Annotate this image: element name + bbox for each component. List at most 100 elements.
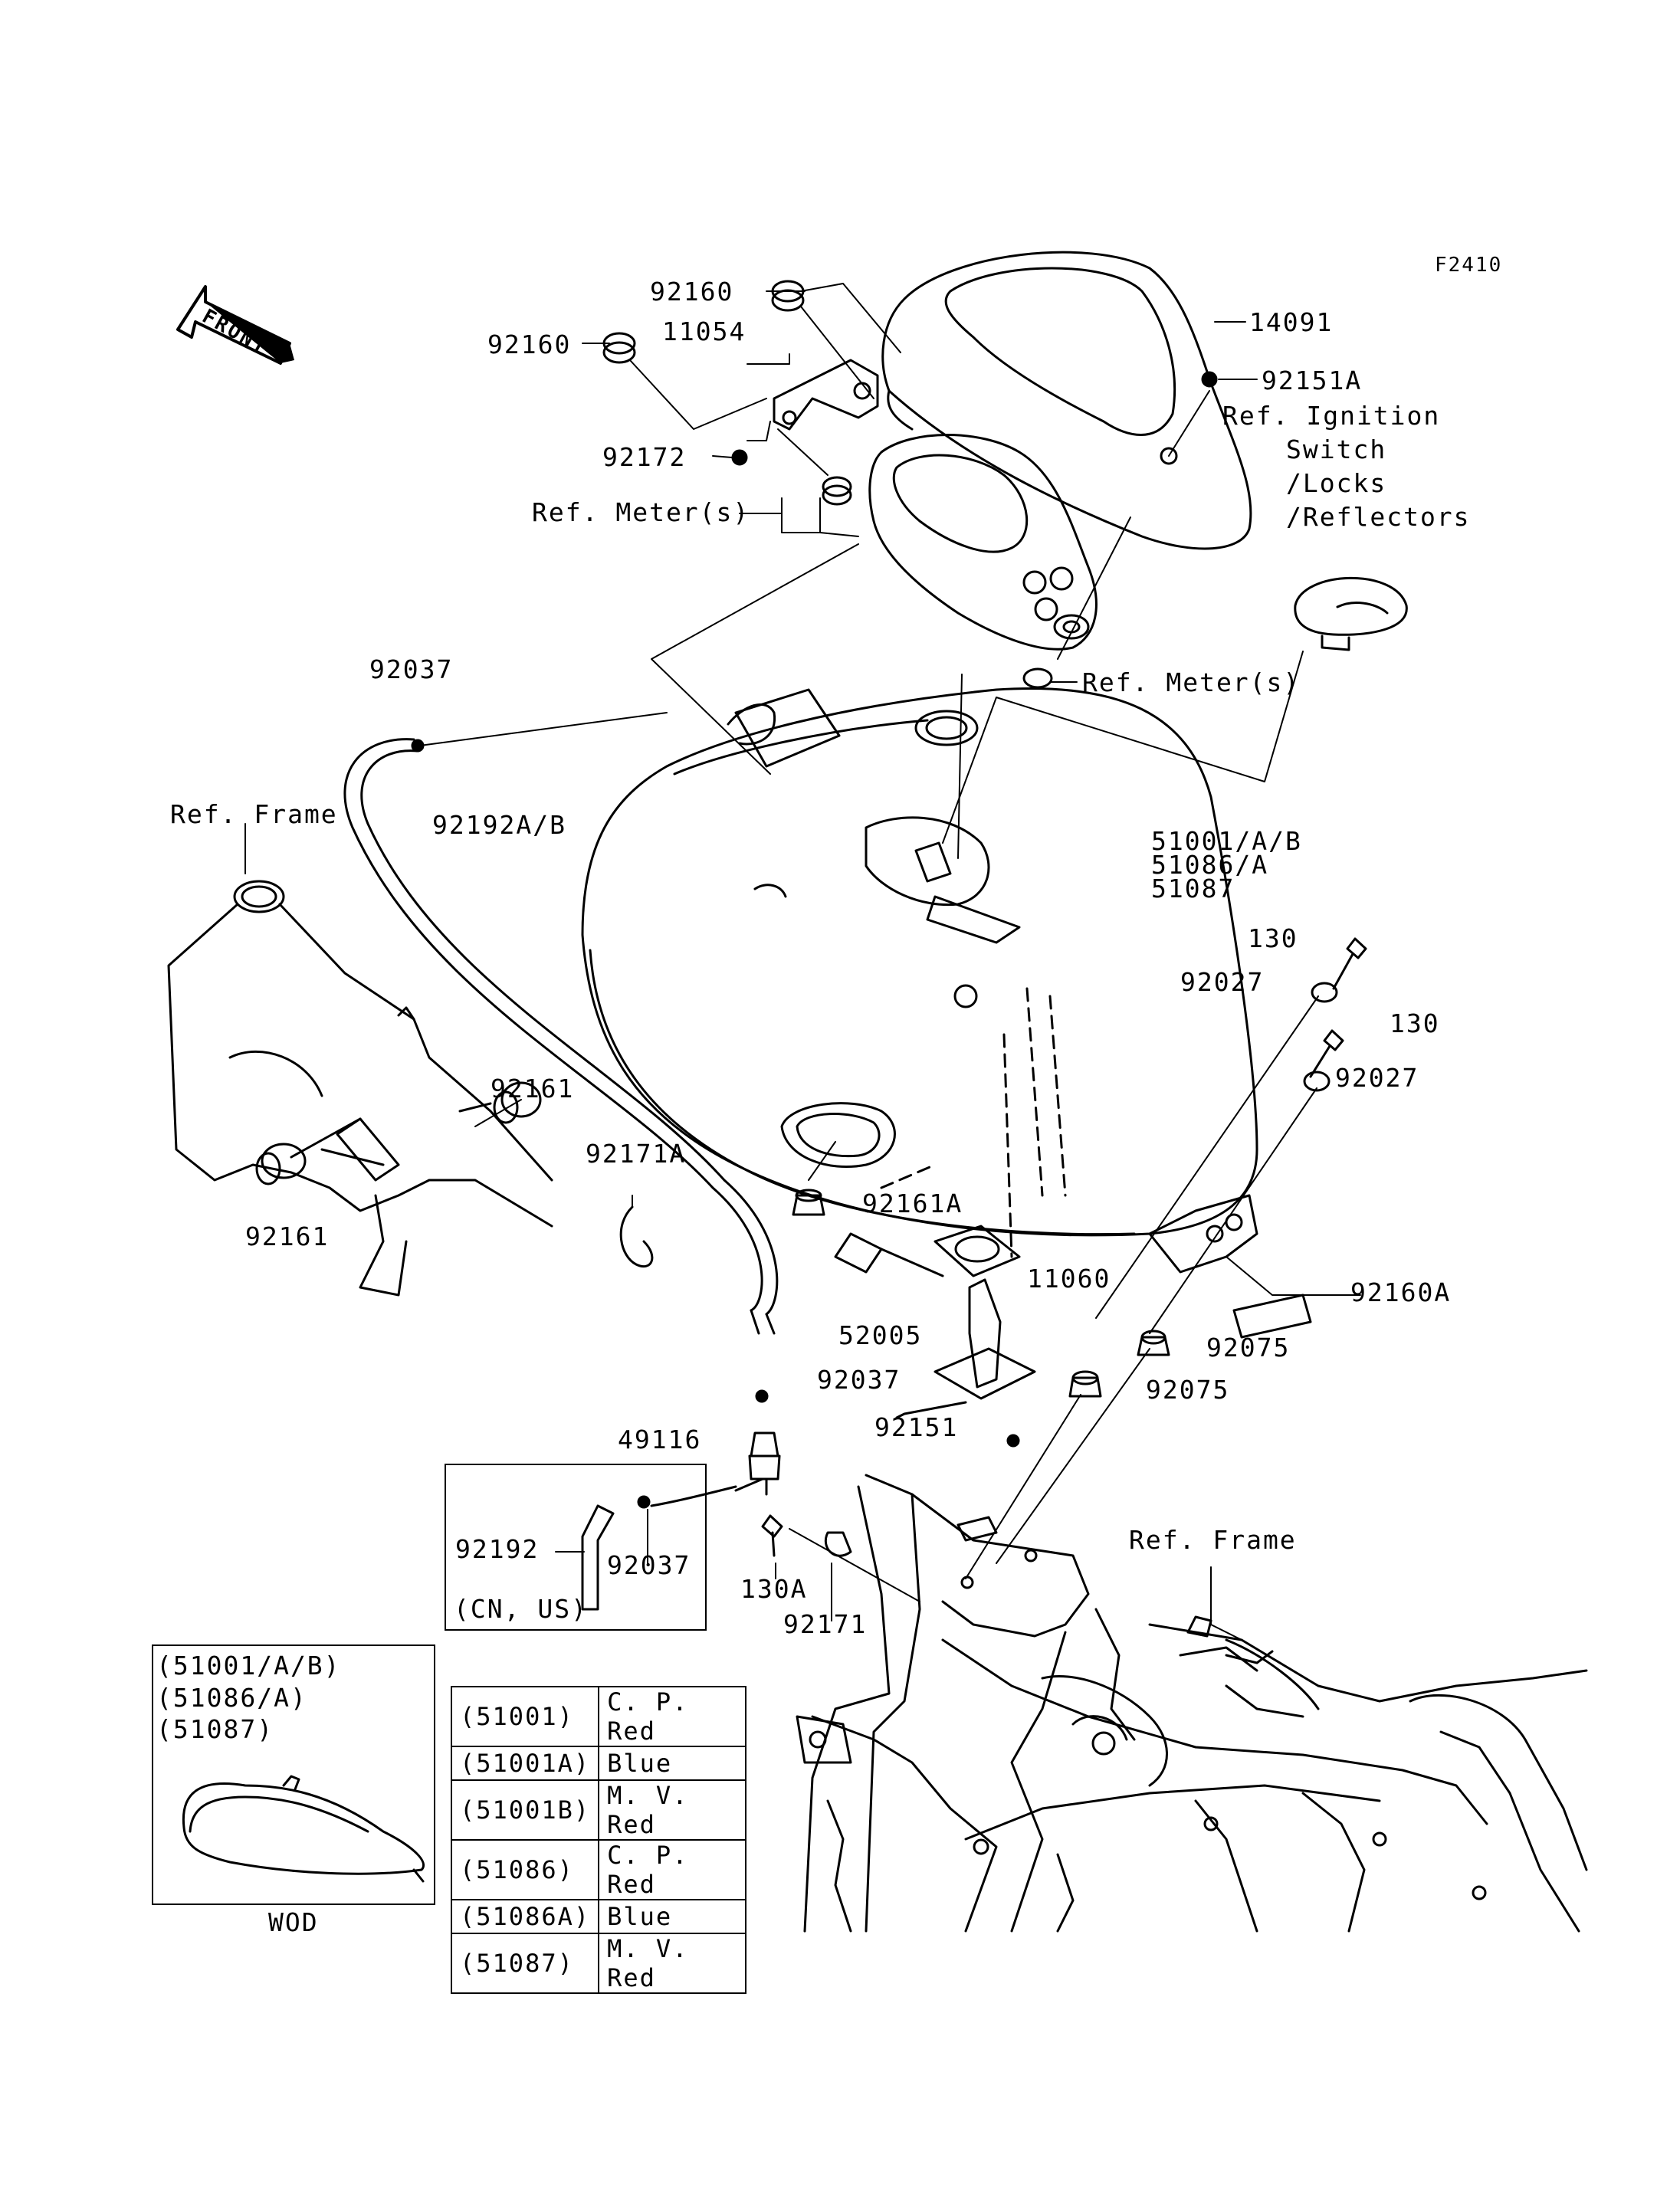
table-cell-code: (51001A) <box>450 1746 600 1781</box>
wod-caption: WOD <box>268 1907 319 1937</box>
table-row: (51086A) Blue <box>450 1899 747 1934</box>
ignition-cap <box>1294 576 1408 651</box>
label-ref-ignition-3: /Locks <box>1286 468 1387 498</box>
rubber-92075-top <box>1137 1330 1170 1356</box>
table-row: (51001A) Blue <box>450 1746 747 1781</box>
label-92160A: 92160A <box>1350 1277 1452 1307</box>
label-92151A: 92151A <box>1262 366 1363 395</box>
clamp-92171A <box>619 1205 654 1268</box>
front-arrow-icon: FRONT <box>176 285 294 365</box>
label-ref-ignition-4: /Reflectors <box>1286 502 1471 532</box>
table-row: (51001) C. P. Red <box>450 1686 747 1747</box>
label-130-top: 130 <box>1248 923 1298 953</box>
color-table: (51001) C. P. Red (51001A) Blue (51001B)… <box>450 1686 747 1994</box>
bracket-11054 <box>773 359 879 431</box>
table-cell-color: M. V. Red <box>598 1779 747 1841</box>
cn-us-box <box>445 1464 707 1631</box>
frame-left <box>167 880 553 1297</box>
label-92172: 92172 <box>602 442 687 472</box>
label-92160-top: 92160 <box>650 277 734 307</box>
grommet-92160-left <box>602 332 636 364</box>
table-row: (51086) C. P. Red <box>450 1839 747 1900</box>
table-cell-code: (51086) <box>450 1839 600 1900</box>
grommet-meter <box>822 476 852 506</box>
label-92192AB: 92192A/B <box>432 810 566 840</box>
meter-cover-14091 <box>881 251 1252 550</box>
label-92075-bot: 92075 <box>1146 1375 1230 1405</box>
wod-box <box>152 1644 435 1905</box>
label-52005: 52005 <box>838 1320 923 1350</box>
label-cn-us: (CN, US) <box>454 1594 588 1624</box>
label-92161-right: 92161 <box>491 1074 575 1103</box>
label-11060: 11060 <box>1027 1264 1111 1294</box>
pad-92160A <box>1232 1294 1312 1339</box>
table-cell-color: C. P. Red <box>598 1839 747 1900</box>
table-cell-code: (51001B) <box>450 1779 600 1841</box>
label-92027-top: 92027 <box>1180 967 1265 997</box>
label-92037-mid: 92037 <box>817 1365 901 1395</box>
washer-92027-top <box>1311 982 1338 1003</box>
washer-92027-mid <box>1303 1071 1331 1092</box>
label-92037-box: 92037 <box>607 1550 691 1580</box>
bolt-130-top <box>1332 937 1367 990</box>
screw-92172 <box>731 449 748 466</box>
label-92161-left: 92161 <box>245 1221 330 1251</box>
filter-49116 <box>734 1431 781 1496</box>
grommet-meter-lower <box>1022 667 1053 689</box>
label-92171: 92171 <box>783 1609 868 1639</box>
table-cell-color: Blue <box>598 1746 747 1781</box>
cn-us-hose <box>581 1485 737 1611</box>
table-row: (51087) M. V. Red <box>450 1933 747 1994</box>
label-92151: 92151 <box>874 1412 959 1442</box>
wod-line-2: (51086/A) <box>156 1683 307 1713</box>
label-tank-2: 51086/A <box>1151 850 1269 880</box>
grommet-92160-top <box>771 280 805 312</box>
fuel-pump <box>834 1225 1036 1419</box>
label-49116: 49116 <box>618 1425 702 1454</box>
label-ref-meter-1: Ref. Meter(s) <box>532 497 750 527</box>
grommet-92161-right <box>458 1081 542 1124</box>
clamp-92171 <box>824 1531 852 1557</box>
leader <box>474 1099 522 1127</box>
label-tank-3: 51087 <box>1151 874 1235 903</box>
label-14091: 14091 <box>1249 307 1334 337</box>
wod-tank-outline <box>182 1775 425 1883</box>
label-tank-1: 51001/A/B <box>1151 826 1302 856</box>
damper-92161A <box>792 1189 825 1216</box>
label-ref-ignition-2: Switch <box>1286 434 1387 464</box>
breather-hose <box>343 738 779 1335</box>
label-92161A: 92161A <box>862 1189 963 1218</box>
screw-92151 <box>1006 1434 1020 1448</box>
label-ref-frame-left: Ref. Frame <box>170 799 338 829</box>
label-92027-mid: 92027 <box>1335 1063 1419 1093</box>
table-cell-code: (51087) <box>450 1933 600 1994</box>
label-92171A: 92171A <box>586 1139 687 1169</box>
label-92037-top: 92037 <box>369 654 454 684</box>
table-cell-color: M. V. Red <box>598 1933 747 1994</box>
fuel-tank <box>581 687 1258 1274</box>
screw-92151A <box>1201 371 1218 388</box>
label-11054: 11054 <box>662 316 746 346</box>
label-130-mid: 130 <box>1390 1008 1440 1038</box>
table-row: (51001B) M. V. Red <box>450 1779 747 1841</box>
table-cell-code: (51086A) <box>450 1899 600 1934</box>
bolt-130A <box>761 1514 783 1557</box>
label-92192: 92192 <box>455 1534 540 1564</box>
wod-line-3: (51087) <box>156 1714 274 1744</box>
table-cell-color: Blue <box>598 1899 747 1934</box>
label-92160-left: 92160 <box>487 330 572 359</box>
wod-line-1: (51001/A/B) <box>156 1651 341 1681</box>
rubber-92075-bot <box>1068 1370 1102 1398</box>
label-92075-top: 92075 <box>1206 1333 1291 1362</box>
label-ref-ignition-1: Ref. Ignition <box>1222 401 1441 431</box>
grommet-92161-left <box>255 1117 362 1185</box>
meter-assembly <box>868 434 1098 651</box>
table-cell-color: C. P. Red <box>598 1686 747 1747</box>
leader-lines <box>582 283 1304 859</box>
leader <box>419 712 668 746</box>
table-cell-code: (51001) <box>450 1686 600 1747</box>
clip-92037-mid <box>755 1389 769 1403</box>
label-130A: 130A <box>740 1574 808 1604</box>
figure-code: F2410 <box>1435 254 1503 277</box>
